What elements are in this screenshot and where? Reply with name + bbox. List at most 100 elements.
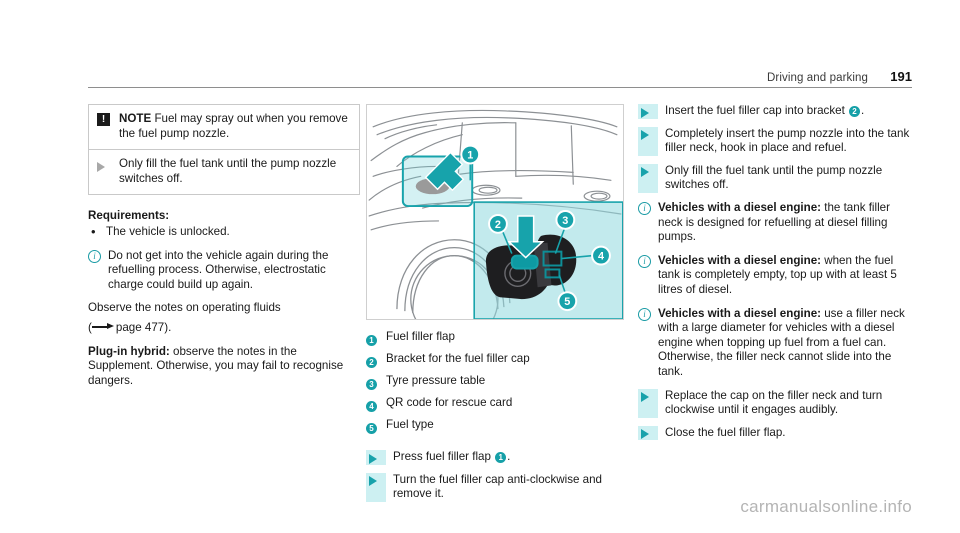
observe-fluids-text: Observe the notes on operating fluids [88,301,281,315]
step-text-post: . [507,450,511,463]
number-badge-2-icon: 2 [366,357,377,369]
fuel-filler-illustration: 1 2 [366,104,624,320]
warning-exclamation-icon: ! [97,113,110,126]
step-text: Press fuel filler flap 1. [386,450,624,465]
step-text: Insert the fuel filler cap into bracket … [658,104,912,119]
step-text: Completely insert the pump nozzle into t… [665,126,910,155]
info-note-text: Do not get into the vehicle again during… [108,248,329,291]
step-text-pre: Press fuel filler flap [393,450,495,463]
page-header: Driving and parking 191 [88,66,912,88]
note-warning-text: NOTE Fuel may spray out when you remove … [119,112,350,141]
number-badge-4-icon: 4 [366,401,377,413]
note-step-row: Only fill the fuel tank until the pump n… [89,149,359,194]
step-item: Replace the cap on the filler neck and t… [638,388,912,418]
page-number: 191 [890,69,912,84]
info-marker: i [88,249,108,293]
info-note-bold: Vehicles with a diesel engine: [658,253,822,267]
svg-text:2: 2 [495,219,501,231]
legend-item: 2 Bracket for the fuel filler cap [366,352,624,372]
legend-label: Fuel type [386,418,434,431]
info-note-electrostatic: i Do not get into the vehicle again duri… [88,249,360,293]
number-badge-1-icon: 1 [495,452,507,464]
plug-in-hybrid-label: Plug-in hybrid: [88,344,170,358]
requirement-text: The vehicle is unlocked. [106,224,230,238]
triangle-right-icon [638,104,658,119]
number-badge-1-icon: 1 [366,335,377,347]
step-item: Only fill the fuel tank until the pump n… [638,163,912,193]
triangle-right-icon [638,388,658,418]
info-note-body: the tank filler neck is designed for ref… [658,200,890,244]
note-body: Fuel may spray out when you remove the f… [119,112,348,140]
note-box: ! NOTE Fuel may spray out when you remov… [88,104,360,196]
info-marker: i [638,307,658,380]
svg-text:3: 3 [562,215,568,227]
site-watermark: carmanualsonline.info [740,497,912,516]
info-circle-icon: i [638,201,651,215]
legend-item: 5 Fuel type [366,418,624,438]
legend-item: 1 Fuel filler flap [366,330,624,350]
number-badge-5-icon: 5 [366,423,377,435]
number-badge-2-icon: 2 [849,106,861,118]
info-note-text: Vehicles with a diesel engine: use a fil… [658,307,912,380]
info-note-body: use a filler neck with a large diameter … [658,306,905,378]
long-right-arrow-icon [91,323,114,331]
cross-reference: ( page 477). [88,321,360,336]
note-step-text: Only fill the fuel tank until the pump n… [119,157,337,185]
info-circle-icon: i [638,307,651,321]
step-item: Press fuel filler flap 1. [366,450,624,465]
info-marker: i [638,201,658,245]
info-note-bold: Vehicles with a diesel engine: [658,306,822,320]
illustration-svg: 1 2 [367,105,623,319]
info-circle-icon: i [638,254,651,268]
info-note-diesel-2: i Vehicles with a diesel engine: when th… [638,254,912,298]
plug-in-hybrid-note: Plug-in hybrid: observe the notes in the… [88,345,360,389]
legend-badge-wrap: 2 [366,352,386,372]
legend-badge-wrap: 3 [366,374,386,394]
xref-open-paren: ( [88,320,92,334]
legend-label: QR code for rescue card [386,396,513,409]
triangle-right-icon [366,472,386,502]
note-step-marker [97,157,119,186]
step-text: Only fill the fuel tank until the pump n… [665,163,883,192]
legend-item: 3 Tyre pressure table [366,374,624,394]
svg-text:5: 5 [564,296,570,308]
svg-text:1: 1 [467,150,473,162]
xref-page-label[interactable]: page 477 [115,320,165,334]
note-label: NOTE [119,112,152,125]
figure-legend: 1 Fuel filler flap 2 Bracket for the fue… [366,330,624,438]
xref-close-paren: ). [164,320,172,334]
step-text-pre: Insert the fuel filler cap into bracket [665,104,849,117]
legend-label: Bracket for the fuel filler cap [386,352,530,365]
legend-badge-wrap: 5 [366,418,386,438]
step-item: Close the fuel filler flap. [638,425,912,441]
number-badge-3-icon: 3 [366,379,377,391]
legend-badge-wrap: 4 [366,396,386,416]
requirements-heading: Requirements: [88,209,170,223]
middle-column: 1 2 [366,104,624,510]
plug-in-hybrid-text: observe the notes in the Supplement. Oth… [88,344,344,387]
requirement-item: • The vehicle is unlocked. [88,223,360,240]
step-text: Close the fuel filler flap. [665,425,786,439]
info-note-bold: Vehicles with a diesel engine: [658,200,822,214]
info-note-text: Vehicles with a diesel engine: the tank … [658,201,912,245]
info-marker: i [638,254,658,298]
bullet-dot-icon: • [91,223,96,239]
step-item: Insert the fuel filler cap into bracket … [638,104,912,119]
step-text: Replace the cap on the filler neck and t… [665,388,883,417]
triangle-right-icon [638,126,658,156]
legend-item: 4 QR code for rescue card [366,396,624,416]
right-column: Insert the fuel filler cap into bracket … [638,104,912,448]
info-note-text: Vehicles with a diesel engine: when the … [658,254,912,298]
step-item: Completely insert the pump nozzle into t… [638,126,912,156]
step-item: Turn the fuel filler cap anti-clockwise … [366,472,624,502]
section-title: Driving and parking [767,72,868,84]
info-note-body: when the fuel tank is completely empty, … [658,253,897,296]
left-column: ! NOTE Fuel may spray out when you remov… [88,104,360,397]
triangle-right-icon [638,163,658,193]
legend-label: Tyre pressure table [386,374,486,387]
legend-label: Fuel filler flap [386,330,455,343]
step-text-post: . [861,104,865,117]
header-rule [88,87,912,88]
triangle-right-icon [638,425,658,441]
svg-text:4: 4 [598,251,604,263]
